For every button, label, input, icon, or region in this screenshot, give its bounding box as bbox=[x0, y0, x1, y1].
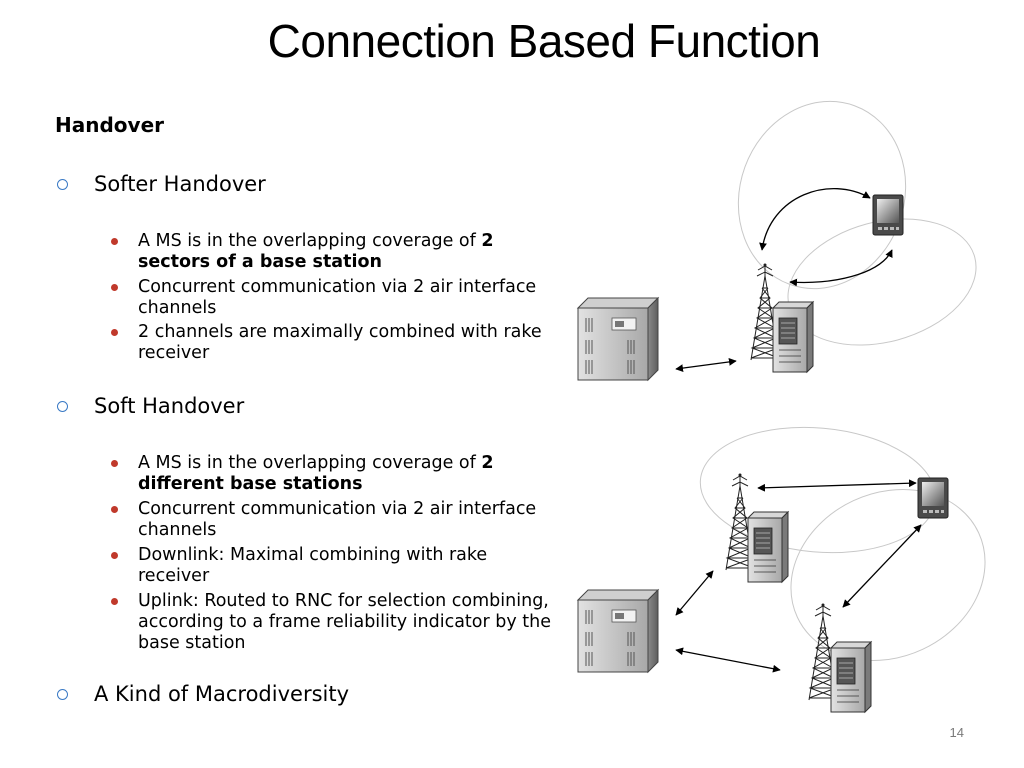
double-arrow bbox=[789, 249, 893, 287]
double-arrow bbox=[675, 358, 737, 372]
section-heading: Handover bbox=[55, 113, 164, 137]
list-item-macrodiversity: A Kind of Macrodiversity bbox=[57, 682, 349, 706]
sub-list-item: Concurrent communication via 2 air inter… bbox=[111, 499, 551, 541]
bullet-dot-icon bbox=[111, 460, 118, 467]
slide-title: Connection Based Function bbox=[267, 15, 821, 67]
bullet-dot-icon bbox=[111, 598, 118, 605]
bullet-bold-text: 2 sectors of a base station bbox=[138, 231, 494, 272]
rnc-server-icon bbox=[577, 589, 659, 673]
bullet-bold-text: 2 different base stations bbox=[138, 453, 494, 494]
rnc-server-icon bbox=[577, 297, 659, 381]
hollow-circle-bullet-icon bbox=[57, 400, 68, 412]
bullet-text: A MS is in the overlapping coverage of bbox=[138, 453, 482, 473]
bullet-text: Concurrent communication via 2 air inter… bbox=[138, 499, 537, 540]
hollow-circle-bullet-icon bbox=[57, 688, 68, 700]
double-arrow bbox=[759, 188, 871, 251]
double-arrow bbox=[842, 524, 922, 608]
list-item-label: Soft Handover bbox=[94, 394, 245, 418]
bullet-dot-icon bbox=[111, 284, 118, 291]
list-item-softer-handover: Softer Handover bbox=[57, 172, 266, 196]
sub-list-item: A MS is in the overlapping coverage of 2… bbox=[111, 231, 551, 273]
sub-list-item: A MS is in the overlapping coverage of 2… bbox=[111, 453, 551, 495]
bullet-text: A MS is in the overlapping coverage of bbox=[138, 231, 482, 251]
list-item-label: A Kind of Macrodiversity bbox=[94, 682, 350, 706]
coverage-ellipse bbox=[790, 489, 986, 661]
hollow-circle-bullet-icon bbox=[57, 178, 68, 190]
sub-list-item: Uplink: Routed to RNC for selection comb… bbox=[111, 591, 551, 654]
sub-list-item: 2 channels are maximally combined with r… bbox=[111, 322, 551, 364]
double-arrow bbox=[675, 647, 781, 673]
mobile-station-icon bbox=[917, 477, 949, 519]
bullet-text: 2 channels are maximally combined with r… bbox=[138, 322, 542, 363]
soft-handover-diagram bbox=[577, 426, 986, 713]
bullet-dot-icon bbox=[111, 329, 118, 336]
list-item-soft-handover: Soft Handover bbox=[57, 394, 244, 418]
list-item-label: Softer Handover bbox=[94, 172, 266, 196]
double-arrow bbox=[757, 479, 917, 492]
bullet-text: Uplink: Routed to RNC for selection comb… bbox=[138, 591, 552, 653]
sub-list-item: Downlink: Maximal combining with rake re… bbox=[111, 545, 551, 587]
mobile-station-icon bbox=[872, 194, 904, 236]
bullet-dot-icon bbox=[111, 506, 118, 513]
bullet-dot-icon bbox=[111, 238, 118, 245]
bullet-text: Concurrent communication via 2 air inter… bbox=[138, 277, 537, 318]
coverage-ellipse bbox=[699, 426, 937, 554]
page-number: 14 bbox=[949, 725, 964, 740]
softer-handover-diagram bbox=[577, 100, 977, 381]
base-station-tower-icon bbox=[750, 263, 814, 373]
bullet-text: Downlink: Maximal combining with rake re… bbox=[138, 545, 488, 586]
base-station-tower-icon bbox=[808, 603, 872, 713]
double-arrow bbox=[675, 570, 714, 616]
bullet-dot-icon bbox=[111, 552, 118, 559]
sub-list-item: Concurrent communication via 2 air inter… bbox=[111, 277, 551, 319]
base-station-tower-icon bbox=[725, 473, 789, 583]
